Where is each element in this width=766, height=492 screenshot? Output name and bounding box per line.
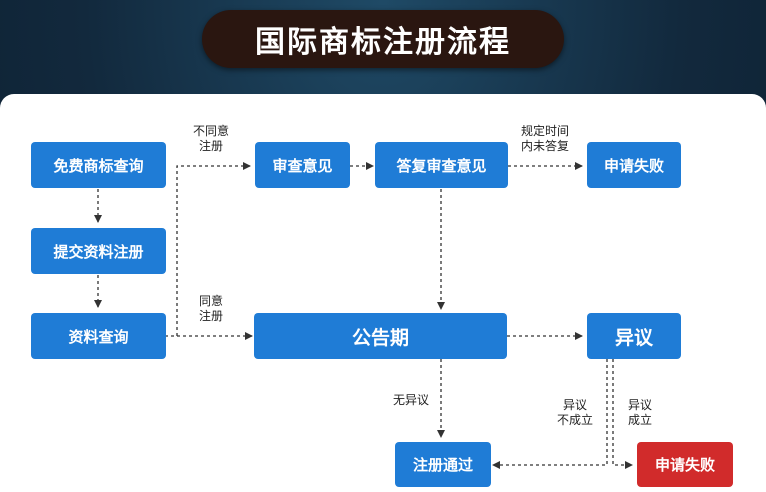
label-objection-ok-line2: 成立 [627,413,652,427]
label-timeout: 规定时间 内未答复 [512,124,578,154]
label-objection-ok: 异议 成立 [618,398,662,428]
node-objection: 异议 [587,313,681,359]
page-title: 国际商标注册流程 [255,25,511,60]
node-registered: 注册通过 [395,442,491,487]
label-agree: 同意 注册 [186,294,236,324]
label-timeout-line1: 规定时间 [520,124,569,138]
node-fail-bottom: 申请失败 [637,442,733,487]
label-disagree-line2: 注册 [198,139,223,153]
node-reply: 答复审查意见 [375,142,508,188]
label-disagree-line1: 不同意 [192,124,229,138]
label-objection-ok-line1: 异议 [627,398,652,412]
label-timeout-line2: 内未答复 [520,139,569,153]
label-agree-line2: 注册 [198,309,223,323]
node-review: 资料查询 [31,313,166,359]
node-free-search: 免费商标查询 [31,142,166,188]
label-objection-fail-line2: 不成立 [556,413,593,427]
label-disagree: 不同意 注册 [186,124,236,154]
label-objection-fail: 异议 不成立 [548,398,602,428]
node-announce: 公告期 [254,313,507,359]
title-pill: 国际商标注册流程 [202,10,564,68]
node-submit: 提交资料注册 [31,228,166,274]
arrow-disagree [176,162,251,336]
arrow-objection-fail [492,359,608,469]
label-no-objection: 无异议 [392,393,429,407]
node-fail-top: 申请失败 [587,142,681,188]
label-objection-fail-line1: 异议 [562,398,587,412]
label-agree-line1: 同意 [198,294,223,308]
node-exam-opinion: 审查意见 [255,142,350,188]
